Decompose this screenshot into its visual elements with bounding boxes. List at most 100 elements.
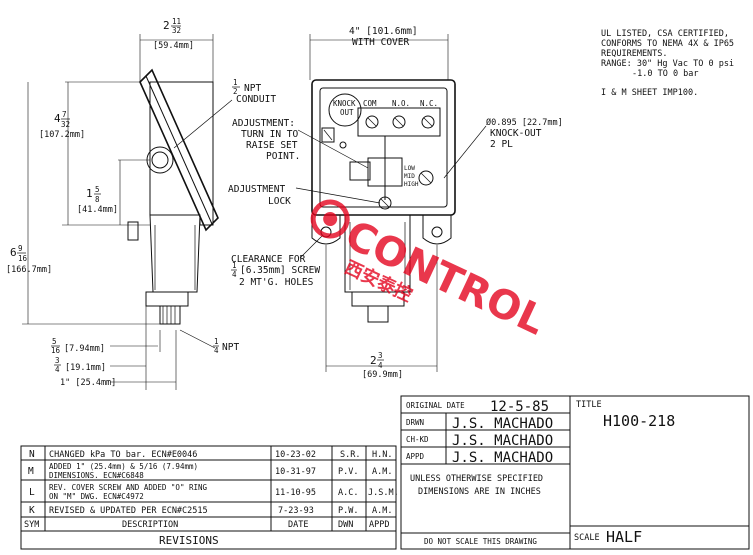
note-4: RANGE: 30" Hg Vac TO 0 psi: [601, 59, 734, 69]
rev-m-date: 10-31-97: [275, 467, 316, 477]
appd-label: APPD: [406, 452, 425, 461]
d2-mm: [19.1mm]: [65, 363, 106, 373]
term-nc: N.C.: [420, 99, 438, 108]
rev-k-dwn: P.W.: [338, 506, 358, 516]
rev-m-appd: A.M.: [372, 467, 392, 477]
rev-header-dwn: DWN: [338, 520, 353, 530]
rev-n-sym: N: [29, 449, 35, 460]
lock-line-1: ADJUSTMENT: [228, 184, 285, 195]
note-6: I & M SHEET IMP100.: [601, 88, 698, 98]
d2-den: 4: [55, 365, 60, 374]
adjust-line-3: RAISE SET: [246, 140, 298, 151]
rev-m-desc-2: DIMENSIONS. ECN#C6848: [49, 471, 144, 480]
revisions-table: N CHANGED kPa TO bar. ECN#E0046 10-23-02…: [20, 445, 399, 550]
appd: J.S. MACHADO: [452, 450, 553, 466]
rev-header-desc: DESCRIPTION: [122, 520, 178, 530]
bottom-num: 3: [378, 351, 383, 360]
clear-line-1: CLEARANCE FOR: [231, 254, 306, 265]
rev-n-appd: H.N.: [372, 450, 392, 460]
adjust-line-2: TURN IN TO: [241, 129, 298, 140]
note-2: CONFORMS TO NEMA 4X & IP65: [601, 39, 734, 49]
original-date: 12-5-85: [490, 399, 549, 415]
d2-num: 3: [55, 356, 60, 365]
rev-l-dwn: A.C.: [338, 488, 358, 498]
note-3: REQUIREMENTS.: [601, 49, 668, 59]
d3-dim: 1" [25.4mm]: [60, 378, 116, 388]
mid-num: 5: [95, 185, 100, 194]
bottom-den: 4: [378, 361, 383, 370]
conduit-den: 2: [233, 87, 238, 96]
original-date-label: ORIGINAL DATE: [406, 401, 465, 410]
note-1: UL LISTED, CSA CERTIFIED,: [601, 29, 729, 39]
front-width-2: WITH COVER: [352, 37, 409, 48]
npt-den: 4: [214, 346, 219, 355]
unless-line-1: UNLESS OTHERWISE SPECIFIED: [410, 474, 543, 484]
dial-low: LOW: [404, 165, 415, 172]
rev-m-desc-1: ADDED 1" (25.4mm) & 5/16 (7.94mm): [49, 462, 198, 471]
side-width-mm: [59.4mm]: [153, 41, 194, 51]
chkd: J.S. MACHADO: [452, 433, 553, 449]
rev-header-appd: APPD: [369, 520, 389, 530]
revisions-title: REVISIONS: [159, 534, 219, 547]
rev-l-desc-2: ON "M" DWG. ECN#C4972: [49, 492, 144, 501]
total-mm: [166.7mm]: [6, 265, 52, 275]
conduit-label-2: CONDUIT: [236, 94, 276, 105]
front-view: 4" [101.6mm] WITH COVER KNOCK OUT COM N.…: [228, 26, 563, 380]
total-whole: 6: [10, 246, 17, 259]
conduit-label: NPT: [244, 83, 261, 94]
term-com: COM: [363, 99, 377, 108]
rev-n-date: 10-23-02: [275, 450, 316, 460]
clear-line-2: [6.35mm] SCREW: [240, 265, 320, 276]
npt-label: NPT: [222, 342, 239, 353]
side-width-den: 32: [172, 26, 181, 35]
chkd-label: CH-KD: [406, 435, 429, 444]
npt-num: 1: [214, 337, 219, 346]
drwn: J.S. MACHADO: [452, 416, 553, 432]
adjust-line-1: ADJUSTMENT:: [232, 118, 295, 129]
rev-l-desc-1: REV. COVER SCREW AND ADDED "O" RING: [49, 483, 208, 492]
rev-k-desc: REVISED & UPDATED PER ECN#C2515: [49, 506, 208, 516]
rev-k-appd: A.M.: [372, 506, 392, 516]
knock-label-1: KNOCK: [333, 99, 356, 108]
height-num: 7: [62, 110, 67, 119]
height-whole: 4: [54, 112, 61, 125]
title-block: ORIGINAL DATE 12-5-85 DRWN J.S. MACHADO …: [400, 395, 750, 550]
height-den: 32: [61, 120, 70, 129]
title-label: TITLE: [576, 400, 602, 410]
drawing-title: H100-218: [603, 412, 675, 430]
dial-high: HIGH: [404, 181, 419, 188]
clear-den: 4: [232, 270, 237, 279]
rev-m-dwn: P.V.: [338, 467, 358, 477]
scale-value: HALF: [606, 528, 642, 546]
note-5: -1.0 TO 0 bar: [632, 69, 699, 79]
rev-n-dwn: S.R.: [340, 450, 360, 460]
d1-den: 16: [51, 346, 61, 355]
bottom-mm: [69.9mm]: [362, 370, 403, 380]
clear-line-3: 2 MT'G. HOLES: [239, 277, 314, 288]
side-width-num: 11: [172, 17, 181, 26]
mid-whole: 1: [86, 187, 93, 200]
dial-mid: MID: [404, 173, 415, 180]
total-num: 9: [18, 244, 23, 253]
rev-l-sym: L: [29, 487, 35, 498]
mid-mm: [41.4mm]: [77, 205, 118, 215]
adjust-line-4: POINT.: [266, 151, 300, 162]
rev-k-date: 7-23-93: [278, 506, 314, 516]
knockout-line-1: Ø0.895 [22.7mm]: [486, 117, 563, 128]
rev-n-desc: CHANGED kPa TO bar. ECN#E0046: [49, 450, 197, 460]
front-width: 4" [101.6mm]: [349, 26, 418, 37]
d1-num: 5: [52, 337, 57, 346]
rev-m-sym: M: [28, 466, 34, 477]
unless-line-2: DIMENSIONS ARE IN INCHES: [418, 487, 541, 497]
side-view: 2 11 32 [59.4mm] 1 2 NPT CONDUIT 4: [6, 17, 276, 390]
term-no: N.O.: [392, 99, 410, 108]
clear-num: 1: [232, 261, 237, 270]
conduit-num: 1: [233, 78, 238, 87]
rev-k-sym: K: [29, 505, 35, 516]
rev-header-date: DATE: [288, 520, 308, 530]
rev-header-sym: SYM: [24, 520, 39, 530]
lock-line-2: LOCK: [268, 196, 291, 207]
height-mm: [107.2mm]: [39, 130, 85, 140]
